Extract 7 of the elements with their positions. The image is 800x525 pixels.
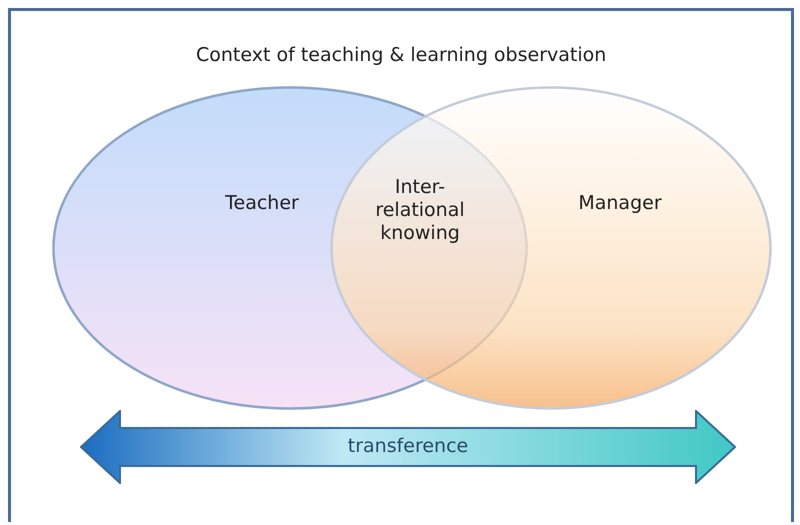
circle-label: Teacher (224, 192, 300, 215)
arrow-label: transference (346, 435, 470, 458)
venn-ellipse (330, 86, 772, 410)
circle-label: Manager (577, 192, 663, 215)
diagram-title: Context of teaching & learning observation (196, 44, 606, 67)
double-arrow (80, 410, 736, 484)
overlap-label: Inter- relational knowing (360, 176, 480, 245)
